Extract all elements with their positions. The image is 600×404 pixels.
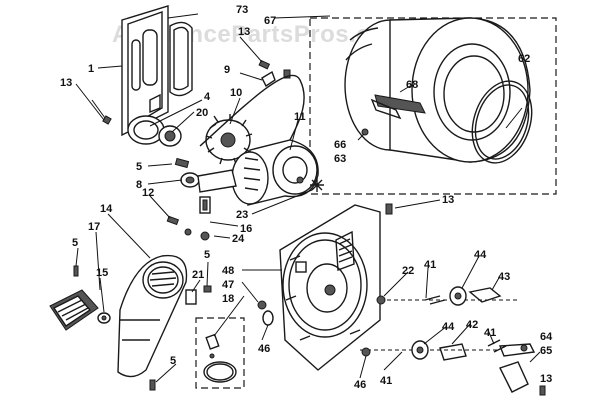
label-41-top: 41 <box>424 259 436 271</box>
label-18: 18 <box>222 293 234 305</box>
clip-15 <box>97 312 111 324</box>
screws-12-24 <box>166 215 210 241</box>
label-13-top: 13 <box>238 26 250 38</box>
label-4: 4 <box>204 91 211 103</box>
label-44-top: 44 <box>474 249 487 261</box>
label-46-right: 46 <box>354 379 366 391</box>
label-46-left: 46 <box>258 343 270 355</box>
label-47: 47 <box>222 279 234 291</box>
drive-belt <box>199 74 305 147</box>
screws-9-13 <box>258 59 291 88</box>
lint-duct <box>117 254 188 378</box>
label-11: 11 <box>294 111 306 123</box>
label-44-mid: 44 <box>442 321 455 333</box>
label-1: 1 <box>88 63 94 75</box>
drum-support-rollers <box>360 286 536 361</box>
label-24: 24 <box>232 233 245 245</box>
drive-motor <box>231 139 319 206</box>
drum-seal-ring <box>471 80 533 164</box>
screw-13-rear <box>91 99 112 125</box>
label-68: 68 <box>406 79 418 91</box>
part-47 <box>257 300 267 310</box>
label-17: 17 <box>88 221 100 233</box>
label-5-idler: 5 <box>136 161 142 173</box>
label-64: 64 <box>540 331 553 343</box>
lint-grille <box>49 289 99 331</box>
drum-glide-bracket <box>499 361 546 396</box>
label-8: 8 <box>136 179 142 191</box>
label-20: 20 <box>196 107 208 119</box>
label-9: 9 <box>224 64 230 76</box>
hose-clamp-kit <box>195 317 245 389</box>
label-73: 73 <box>236 4 248 16</box>
part-number-labels: 73 67 1 13 13 9 4 20 10 11 5 8 23 16 12 … <box>60 4 553 391</box>
label-66: 66 <box>334 139 346 151</box>
label-23: 23 <box>236 209 248 221</box>
label-21: 21 <box>192 269 204 281</box>
label-13-bulkhead: 13 <box>442 194 454 206</box>
label-41-bottom: 41 <box>380 375 392 387</box>
panel-seal <box>169 21 193 97</box>
motor-clip <box>310 178 324 192</box>
screw-5-bottom <box>149 379 156 391</box>
label-5-bottom: 5 <box>170 355 176 367</box>
idler-pulley <box>174 157 237 193</box>
label-14: 14 <box>100 203 113 215</box>
label-22: 22 <box>402 265 414 277</box>
bracket-21 <box>185 285 212 305</box>
label-12: 12 <box>142 187 154 199</box>
label-42: 42 <box>466 319 478 331</box>
rear-panel <box>121 5 169 137</box>
part-46-fastener <box>262 310 274 326</box>
label-5-bracket: 5 <box>204 249 210 261</box>
baffle-screw <box>361 128 369 136</box>
label-10: 10 <box>230 87 242 99</box>
label-48: 48 <box>222 265 234 277</box>
front-bulkhead <box>279 204 381 371</box>
label-67: 67 <box>264 15 276 27</box>
screw-13-bulkhead <box>385 199 441 215</box>
label-41-mid: 41 <box>484 327 496 339</box>
label-65: 65 <box>540 345 552 357</box>
label-62: 62 <box>518 53 530 65</box>
leader-lines <box>75 13 541 383</box>
screw-5-left <box>73 265 79 277</box>
drum-assembly <box>309 17 557 195</box>
label-63: 63 <box>334 153 346 165</box>
label-13-rear: 13 <box>60 77 72 89</box>
label-5-left: 5 <box>72 237 78 249</box>
label-43: 43 <box>498 271 510 283</box>
label-15: 15 <box>96 267 108 279</box>
label-13-glide: 13 <box>540 373 552 385</box>
label-16: 16 <box>240 223 252 235</box>
